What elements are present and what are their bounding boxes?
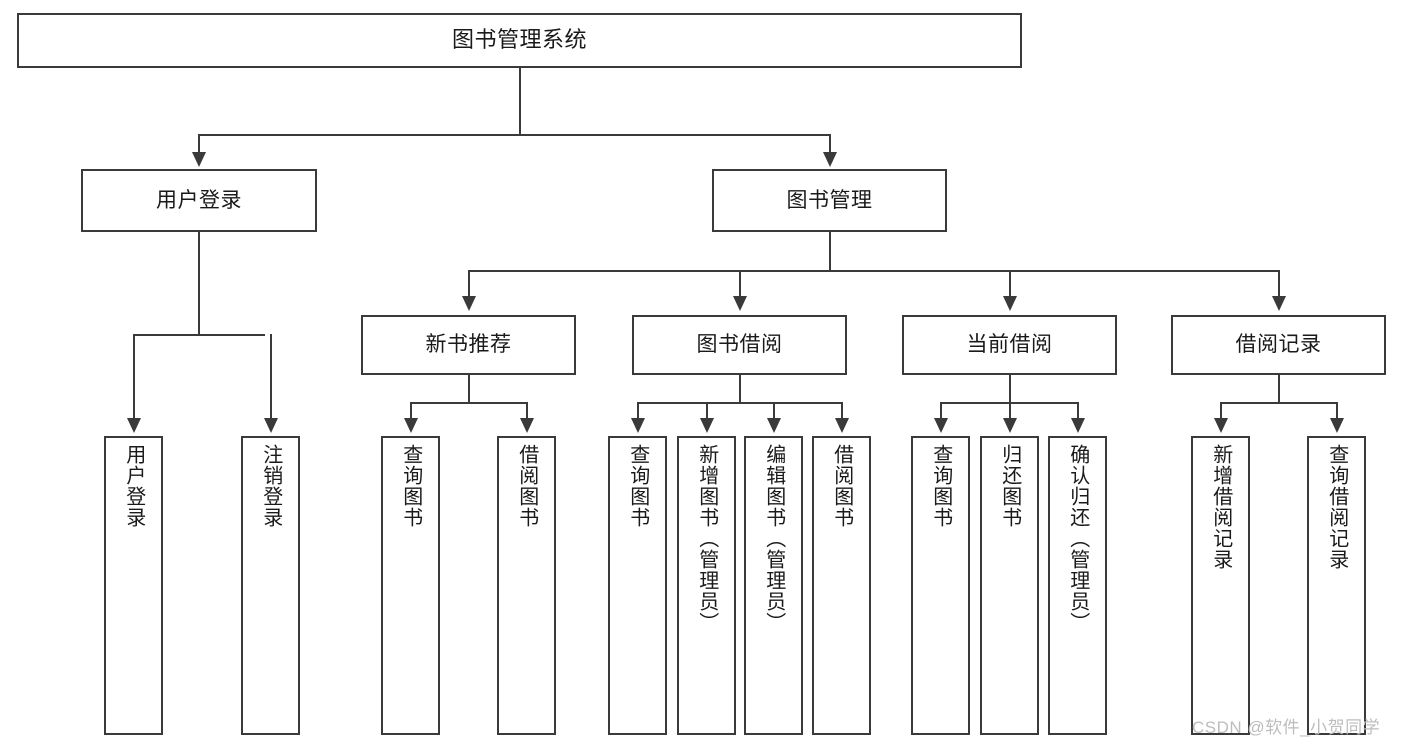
node-current-borrowing[interactable]: 当前借阅 <box>902 315 1117 375</box>
connector-user-login-drop-2 <box>270 334 272 420</box>
node-label: 编辑图书（管理员） <box>762 444 785 633</box>
connector-new-book-rec-drop-1 <box>410 402 412 420</box>
node-label: 借阅图书 <box>830 444 853 528</box>
connector-book-borrow-bus <box>637 402 842 404</box>
node-root-book-management-system[interactable]: 图书管理系统 <box>17 13 1022 68</box>
leaf-new-book-rec-query-book[interactable]: 查询图书 <box>381 436 440 735</box>
arrowhead-book-borrow-leaf-2 <box>700 418 714 433</box>
node-label: 查询图书 <box>399 444 422 528</box>
node-label: 注销登录 <box>259 444 282 528</box>
arrowhead-root-to-user-login <box>192 152 206 167</box>
leaf-borrow-record-query-record[interactable]: 查询借阅记录 <box>1307 436 1366 735</box>
arrowhead-borrow-record-leaf-2 <box>1330 418 1344 433</box>
arrowhead-book-borrow-leaf-4 <box>835 418 849 433</box>
arrowhead-current-borrow-leaf-2 <box>1003 418 1017 433</box>
leaf-borrow-record-add-record[interactable]: 新增借阅记录 <box>1191 436 1250 735</box>
connector-current-borrow-drop-3 <box>1077 402 1079 420</box>
arrowhead-new-book-rec-leaf-1 <box>404 418 418 433</box>
connector-borrow-record-bus <box>1220 402 1337 404</box>
node-label: 借阅记录 <box>1235 333 1322 357</box>
node-label: 图书借阅 <box>696 333 783 357</box>
arrowhead-level3-current-borrow <box>1003 296 1017 311</box>
connector-book-borrow-drop-2 <box>706 402 708 420</box>
connector-current-borrow-drop-2 <box>1009 402 1011 420</box>
connector-book-borrow-drop-1 <box>637 402 639 420</box>
connector-root-stem <box>519 68 521 135</box>
node-label: 借阅图书 <box>515 444 538 528</box>
node-book-borrowing[interactable]: 图书借阅 <box>632 315 847 375</box>
connector-borrow-record-stem <box>1278 375 1280 403</box>
node-user-login[interactable]: 用户登录 <box>81 169 317 232</box>
connector-level3-bus <box>468 270 1279 272</box>
leaf-current-borrow-query-book[interactable]: 查询图书 <box>911 436 970 735</box>
leaf-book-borrow-add-book-admin[interactable]: 新增图书（管理员） <box>677 436 736 735</box>
node-label: 图书管理 <box>786 188 873 212</box>
arrowhead-book-borrow-leaf-1 <box>631 418 645 433</box>
connector-book-borrow-stem <box>739 375 741 403</box>
node-label: 查询借阅记录 <box>1325 444 1348 570</box>
connector-level3-drop-1 <box>468 270 470 298</box>
node-label: 查询图书 <box>626 444 649 528</box>
connector-user-login-drop-1 <box>133 334 135 420</box>
node-new-book-recommendation[interactable]: 新书推荐 <box>361 315 576 375</box>
arrowhead-book-borrow-leaf-3 <box>767 418 781 433</box>
leaf-user-login-login[interactable]: 用户登录 <box>104 436 163 735</box>
csdn-watermark: CSDN @软件_小贺同学 <box>1192 718 1381 737</box>
node-label: 新书推荐 <box>425 333 512 357</box>
node-label: 确认归还（管理员） <box>1066 444 1089 633</box>
connector-book-manage-stem <box>829 232 831 271</box>
leaf-book-borrow-edit-book-admin[interactable]: 编辑图书（管理员） <box>744 436 803 735</box>
arrowhead-level3-borrow-record <box>1272 296 1286 311</box>
connector-root-bus <box>198 134 831 136</box>
connector-user-login-stem <box>198 232 200 335</box>
arrowhead-root-to-book-manage <box>823 152 837 167</box>
leaf-book-borrow-borrow-book[interactable]: 借阅图书 <box>812 436 871 735</box>
leaf-user-login-logout[interactable]: 注销登录 <box>241 436 300 735</box>
node-label: 用户登录 <box>156 188 242 212</box>
node-label: 图书管理系统 <box>451 27 587 53</box>
connector-new-book-rec-bus <box>410 402 527 404</box>
node-label: 查询图书 <box>929 444 952 528</box>
connector-user-login-bus <box>133 334 265 336</box>
node-label: 用户登录 <box>122 444 145 528</box>
node-borrowing-record[interactable]: 借阅记录 <box>1171 315 1386 375</box>
connector-borrow-record-drop-1 <box>1220 402 1222 420</box>
arrowhead-borrow-record-leaf-1 <box>1214 418 1228 433</box>
arrowhead-current-borrow-leaf-1 <box>934 418 948 433</box>
connector-root-to-book-manage <box>829 134 831 154</box>
arrowhead-user-login-leaf-2 <box>264 418 278 433</box>
arrowhead-level3-new-book-rec <box>462 296 476 311</box>
connector-level3-drop-4 <box>1278 270 1280 298</box>
arrowhead-user-login-leaf-1 <box>127 418 141 433</box>
connector-new-book-rec-stem <box>468 375 470 403</box>
arrowhead-current-borrow-leaf-3 <box>1071 418 1085 433</box>
connector-root-to-user-login <box>198 134 200 154</box>
leaf-new-book-rec-borrow-book[interactable]: 借阅图书 <box>497 436 556 735</box>
node-label: 新增图书（管理员） <box>695 444 718 633</box>
leaf-current-borrow-confirm-return-admin[interactable]: 确认归还（管理员） <box>1048 436 1107 735</box>
arrowhead-level3-book-borrow <box>733 296 747 311</box>
connector-book-borrow-drop-3 <box>773 402 775 420</box>
node-book-management[interactable]: 图书管理 <box>712 169 947 232</box>
connector-new-book-rec-drop-2 <box>526 402 528 420</box>
node-label: 新增借阅记录 <box>1209 444 1232 570</box>
leaf-book-borrow-query-book[interactable]: 查询图书 <box>608 436 667 735</box>
connector-level3-drop-3 <box>1009 270 1011 298</box>
leaf-current-borrow-return-book[interactable]: 归还图书 <box>980 436 1039 735</box>
arrowhead-new-book-rec-leaf-2 <box>520 418 534 433</box>
connector-current-borrow-drop-1 <box>940 402 942 420</box>
connector-current-borrow-stem <box>1009 375 1011 403</box>
node-label: 归还图书 <box>998 444 1021 528</box>
connector-level3-drop-2 <box>739 270 741 298</box>
connector-book-borrow-drop-4 <box>841 402 843 420</box>
connector-borrow-record-drop-2 <box>1336 402 1338 420</box>
node-label: 当前借阅 <box>966 333 1053 357</box>
